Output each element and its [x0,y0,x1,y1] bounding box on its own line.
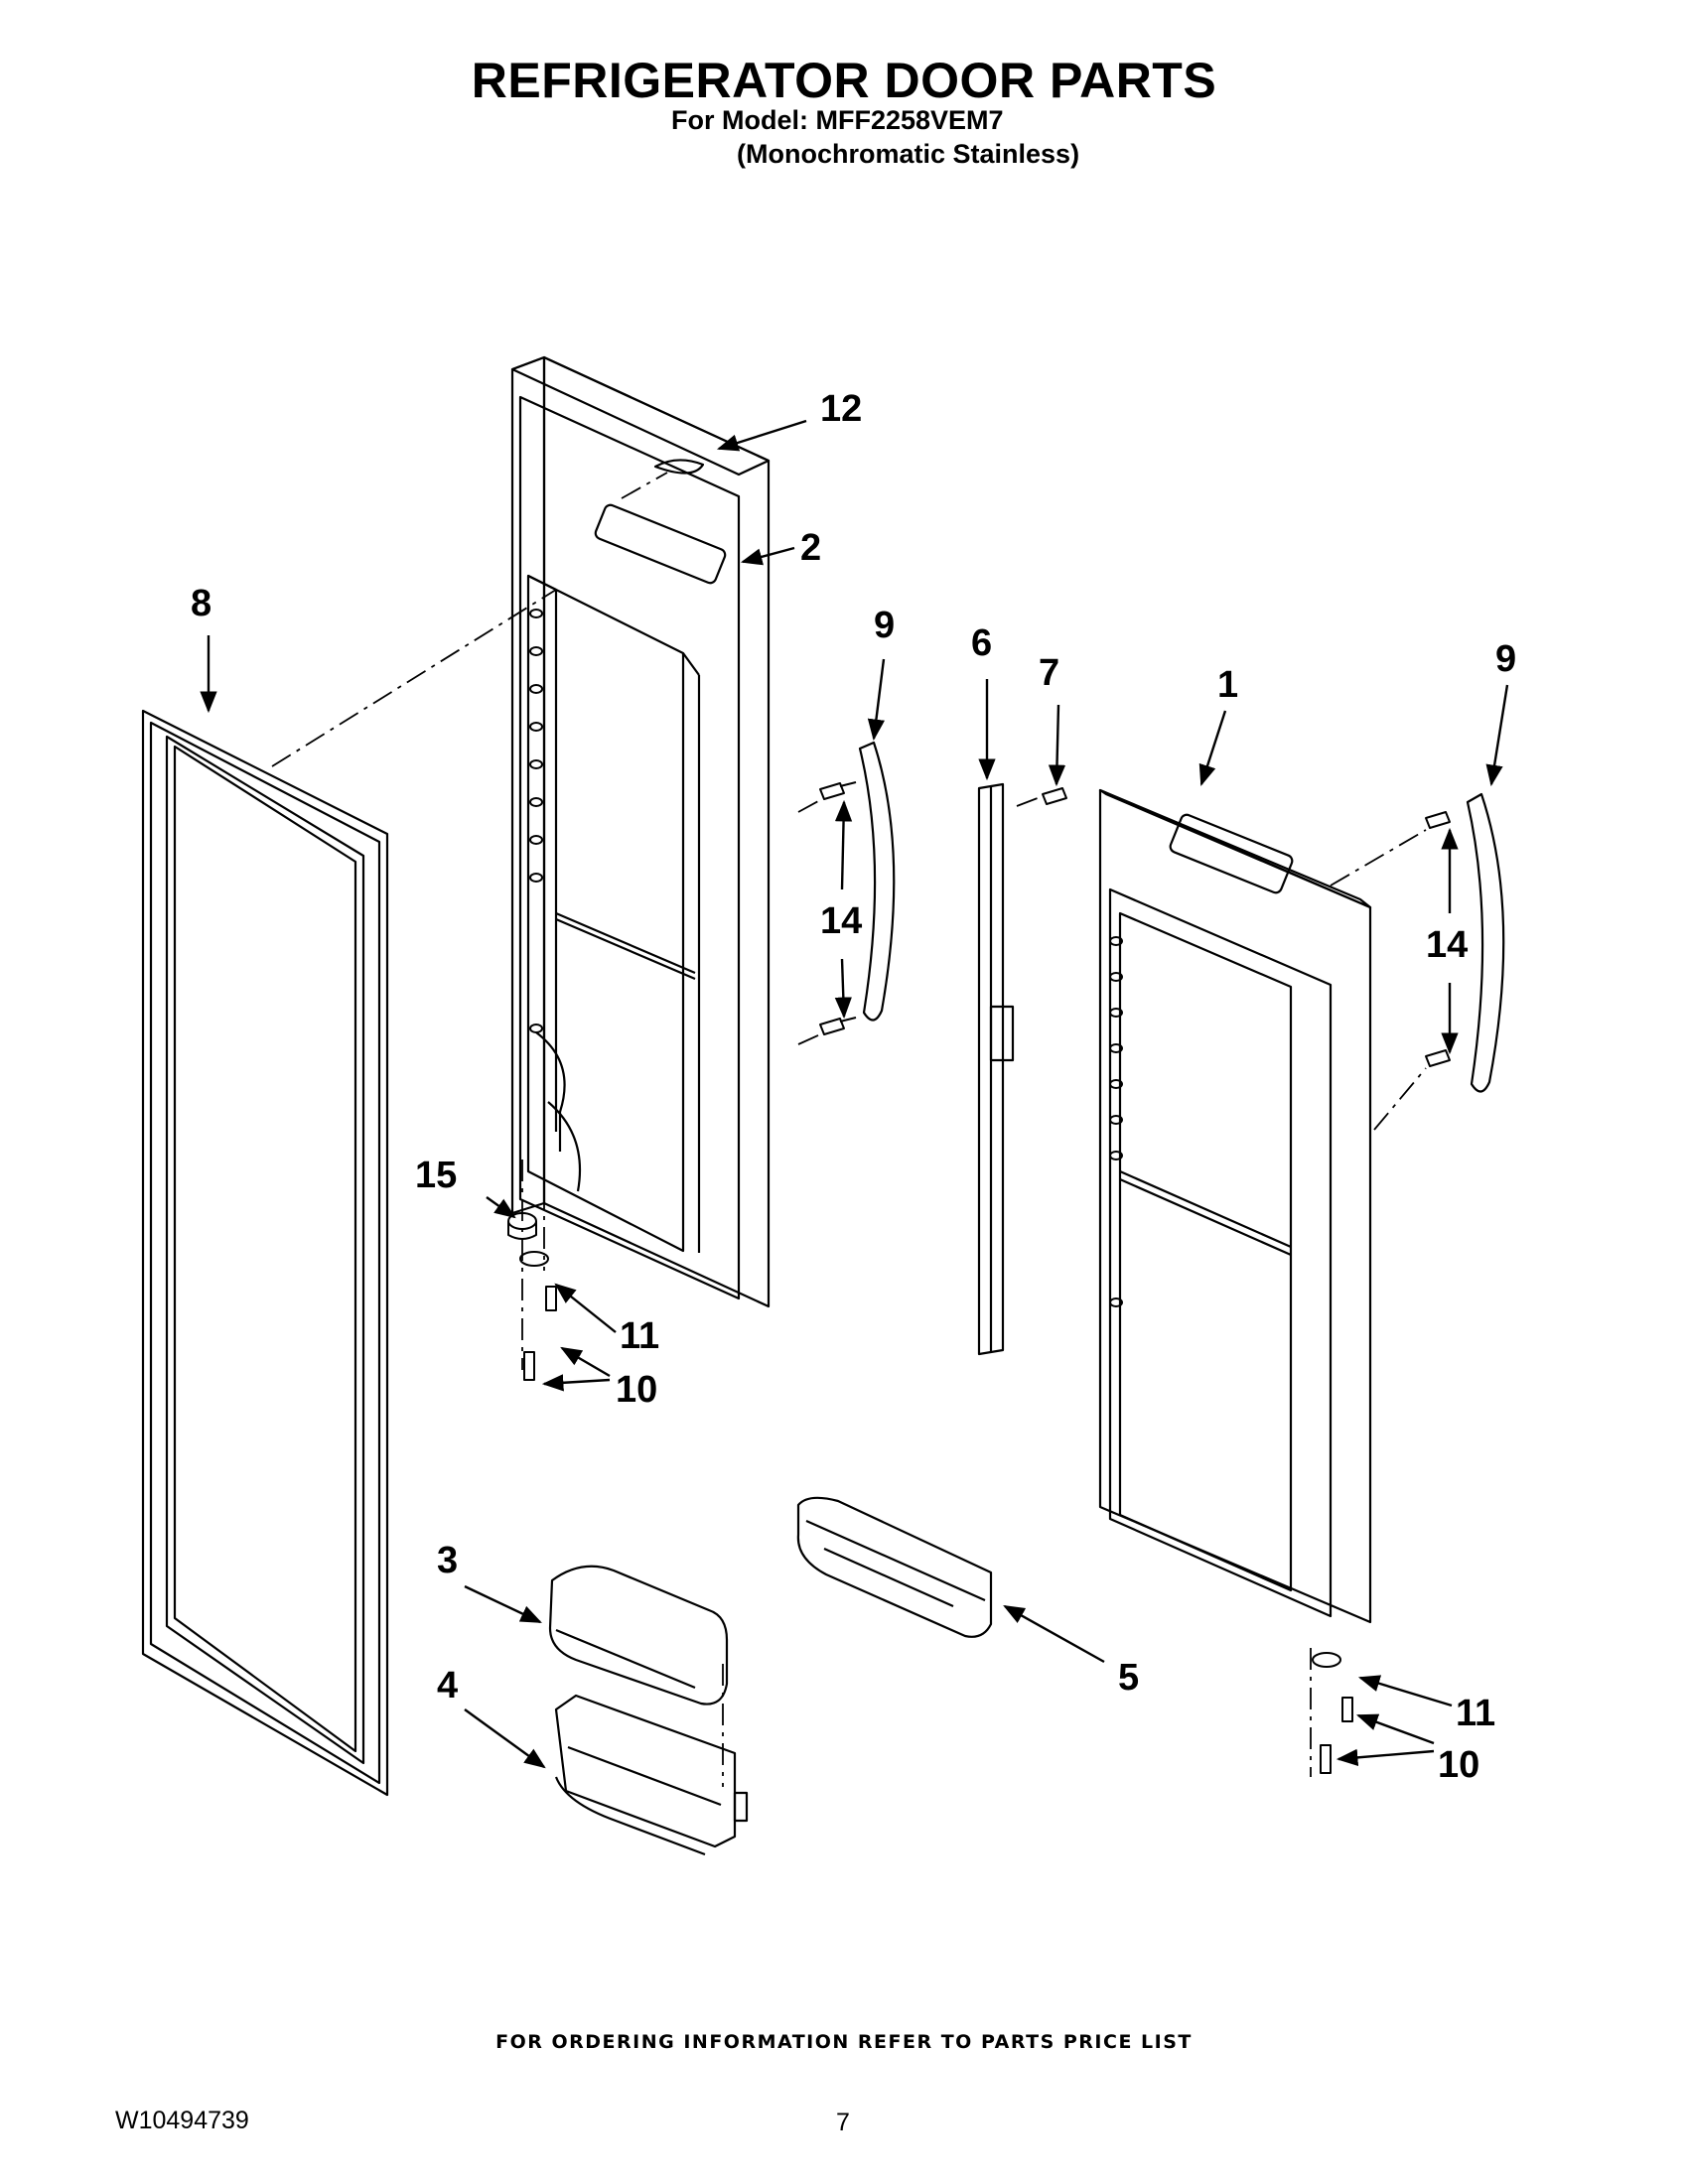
variant-line: (Monochromatic Stainless) [737,139,1080,169]
callout-12: 12 [820,388,862,430]
leader-arrows [200,419,1509,1769]
callout-14-right: 14 [1426,924,1468,966]
callout-9-left: 9 [874,605,895,646]
dairy-door-part [548,1565,729,1706]
dairy-bin-part [554,1694,749,1856]
assembly-lines [271,472,1427,1787]
right-handle-part [1466,792,1505,1093]
callout-11-right: 11 [1456,1693,1495,1734]
callout-10-left: 10 [616,1369,657,1411]
page-title: REFRIGERATOR DOOR PARTS [471,53,1217,108]
callout-3: 3 [437,1540,458,1581]
door-gasket-part [141,709,389,1797]
callout-14-left: 14 [820,900,862,942]
door-plug-part [653,459,705,475]
callout-9-right: 9 [1495,638,1516,680]
left-handle-part [858,741,896,1022]
callout-6: 6 [971,622,992,664]
callout-1: 1 [1217,664,1238,706]
page-number: 7 [836,2109,850,2136]
callout-7: 7 [1039,652,1059,694]
screws-and-hinge-parts [507,781,1451,1774]
callout-2: 2 [800,527,821,569]
door-bin-part [796,1496,993,1638]
callout-5: 5 [1118,1657,1139,1699]
callout-8: 8 [191,583,211,624]
callout-4: 4 [437,1665,458,1706]
right-door-liner-part [1098,788,1372,1624]
mullion-part [977,782,1015,1356]
ordering-note: FOR ORDERING INFORMATION REFER TO PARTS … [495,2031,1193,2053]
document-number: W10494739 [115,2107,249,2134]
callout-10-right: 10 [1438,1744,1479,1786]
callout-15: 15 [415,1155,457,1196]
callout-11-left: 11 [620,1315,659,1357]
model-line: For Model: MFF2258VEM7 [671,105,1004,135]
left-door-liner-part [510,355,771,1308]
